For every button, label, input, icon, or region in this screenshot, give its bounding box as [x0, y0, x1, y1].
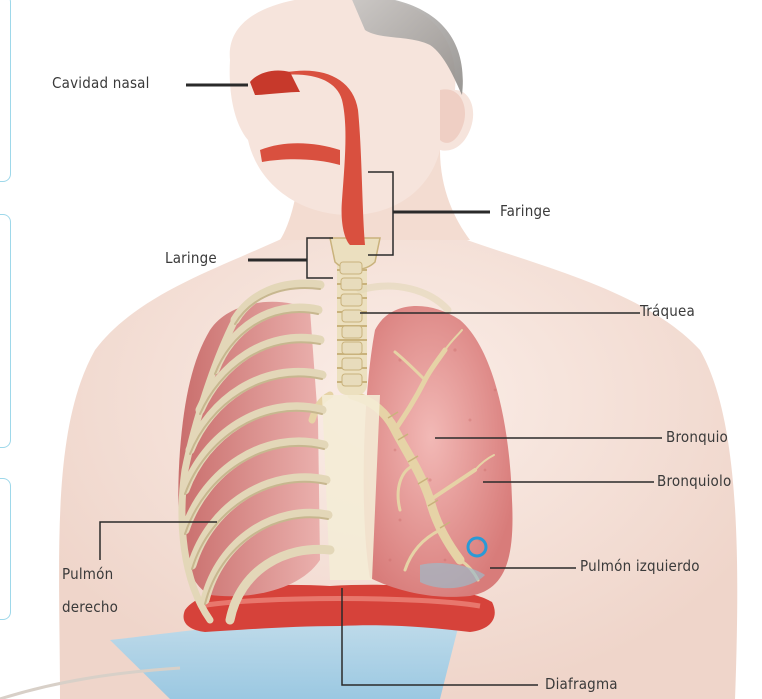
label-bronchus: Bronquio — [666, 428, 728, 446]
label-right-lung-line2: derecho — [62, 598, 118, 616]
label-trachea: Tráquea — [640, 302, 695, 320]
label-larynx: Laringe — [165, 249, 217, 267]
label-right-lung-line1: Pulmón — [62, 565, 113, 583]
label-diaphragm: Diafragma — [545, 675, 618, 693]
label-nasal-cavity: Cavidad nasal — [52, 74, 150, 92]
label-pharynx: Faringe — [500, 202, 551, 220]
label-left-lung: Pulmón izquierdo — [580, 557, 700, 575]
label-bronchiole: Bronquiolo — [657, 472, 731, 490]
